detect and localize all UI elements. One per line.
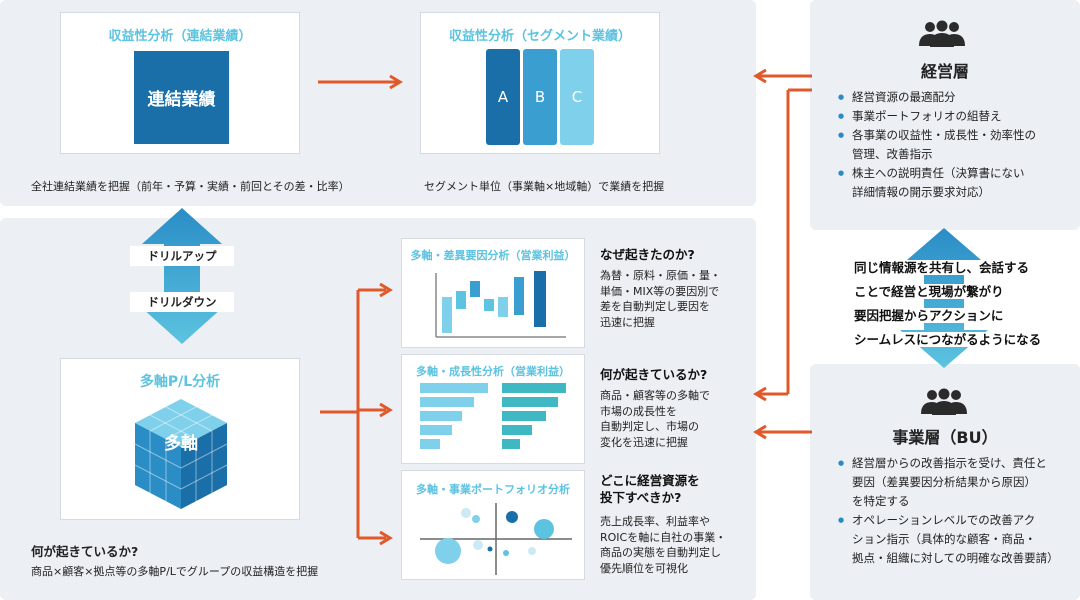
portfolio-body-line: ROICを軸に自社の事業・	[600, 530, 727, 544]
analysis-connectors	[320, 282, 393, 546]
center-message: 同じ情報源を共有し、会話する ことで経営と現場が繋がり 要因把握からアクションに…	[852, 256, 1044, 352]
variance-title: 多軸・差異要因分析（営業利益）	[410, 249, 576, 262]
portfolio-card: 多軸・事業ポートフォリオ分析	[401, 470, 585, 580]
segment-title: 収益性分析（セグメント業績）	[448, 29, 631, 44]
people-icon	[921, 388, 967, 415]
growth-body-line: 市場の成長性を	[600, 404, 677, 418]
segment-card: 収益性分析（セグメント業績） A B C	[420, 12, 660, 154]
growth-body-line: 自動判定し、市場の	[600, 420, 699, 433]
growth-title: 多軸・成長性分析（営業利益）	[416, 365, 570, 378]
management-item: 各事業の収益性・成長性・効率性の 管理、改善指示	[838, 126, 1074, 164]
drill-down-label: ドリルダウン	[130, 292, 234, 312]
growth-bars-icon	[420, 383, 566, 449]
portfolio-body: 売上成長率、利益率や ROICを軸に自社の事業・ 商品の実態を自動判定し 優先順…	[600, 514, 726, 576]
portfolio-body-line: 商品の実態を自動判定し	[600, 546, 721, 559]
drill-up-label: ドリルアップ	[130, 246, 234, 266]
pl-card: 多軸P/L分析 多軸	[60, 358, 300, 520]
center-message-line: シームレスにつながるようになる	[852, 332, 1044, 347]
variance-body-line: 為替・原料・原価・量・	[600, 269, 721, 282]
variance-body-line: 迅速に把握	[600, 315, 655, 329]
segment-bar-c-label: C	[571, 88, 583, 106]
pl-caption: 商品×顧客×拠点等の多軸P/Lでグループの収益構造を把握	[31, 565, 319, 578]
bu-item: オペレーションレベルでの改善アク ション指示（具体的な顧客・商品・ 拠点・組織に…	[838, 511, 1074, 568]
growth-body-line: 変化を迅速に把握	[600, 435, 688, 449]
portfolio-body-line: 売上成長率、利益率や	[600, 515, 710, 528]
consolidated-box: 連結業績	[134, 51, 229, 144]
bubble-chart-icon	[420, 503, 572, 575]
variance-question: なぜ起きたのか?	[600, 247, 695, 262]
growth-card: 多軸・成長性分析（営業利益）	[401, 354, 585, 464]
pl-heading: 何が起きているか?	[31, 544, 139, 559]
variance-card: 多軸・差異要因分析（営業利益）	[401, 238, 585, 348]
management-list: 経営資源の最適配分 事業ポートフォリオの組替え 各事業の収益性・成長性・効率性の…	[838, 88, 1074, 202]
segment-bar-c: C	[560, 49, 594, 145]
portfolio-title: 多軸・事業ポートフォリオ分析	[416, 483, 570, 496]
consolidated-caption: 全社連結業績を把握（前年・予算・実績・前回とその差・比率）	[31, 180, 350, 193]
management-connectors	[753, 68, 812, 440]
growth-question: 何が起きているか?	[600, 367, 708, 382]
consolidated-card: 収益性分析（連結業績） 連結業績	[60, 12, 300, 154]
segment-bar-b-label: B	[534, 88, 546, 106]
cube-icon	[134, 399, 228, 509]
variance-body-line: 単価・MIX等の要因別で	[600, 284, 720, 298]
center-message-line: 要因把握からアクションに	[852, 308, 1006, 323]
consolidated-title: 収益性分析（連結業績）	[108, 29, 252, 44]
center-message-line: 同じ情報源を共有し、会話する	[852, 260, 1032, 275]
cube-label: 多軸	[164, 434, 198, 454]
management-item: 事業ポートフォリオの組替え	[838, 107, 1074, 126]
bu-title: 事業層（BU）	[892, 428, 998, 447]
management-title: 経営層	[920, 62, 969, 81]
center-message-line: ことで経営と現場が繋がり	[852, 284, 1006, 299]
segment-bar-a: A	[486, 49, 520, 145]
portfolio-question: どこに経営資源を 投下すべきか?	[600, 473, 700, 505]
management-item: 株主への説明責任（決算書にない 詳細情報の開示要求対応）	[838, 164, 1074, 202]
pl-title: 多軸P/L分析	[139, 374, 221, 390]
growth-body-line: 商品・顧客等の多軸で	[600, 389, 710, 402]
bu-item: 経営層からの改善指示を受け、責任と 要因（差異要因分析結果から原因） を特定する	[838, 454, 1074, 511]
people-icon	[919, 20, 965, 47]
consolidated-box-label: 連結業績	[147, 90, 216, 110]
variance-body-line: 差を自動判定し要因を	[600, 300, 710, 313]
segment-caption: セグメント単位（事業軸×地域軸）で業績を把握	[424, 180, 665, 193]
arrow-to-segment	[318, 74, 403, 90]
segment-bar-a-label: A	[497, 88, 509, 106]
drill-arrow	[142, 208, 222, 344]
variance-body: 為替・原料・原価・量・ 単価・MIX等の要因別で 差を自動判定し要因を 迅速に把…	[600, 268, 721, 330]
waterfall-chart-icon	[435, 271, 566, 338]
bu-list: 経営層からの改善指示を受け、責任と 要因（差異要因分析結果から原因） を特定する…	[838, 454, 1074, 568]
portfolio-body-line: 優先順位を可視化	[600, 561, 688, 575]
management-item: 経営資源の最適配分	[838, 88, 1074, 107]
growth-body: 商品・顧客等の多軸で 市場の成長性を 自動判定し、市場の 変化を迅速に把握	[600, 388, 710, 450]
segment-bar-b: B	[523, 49, 557, 145]
